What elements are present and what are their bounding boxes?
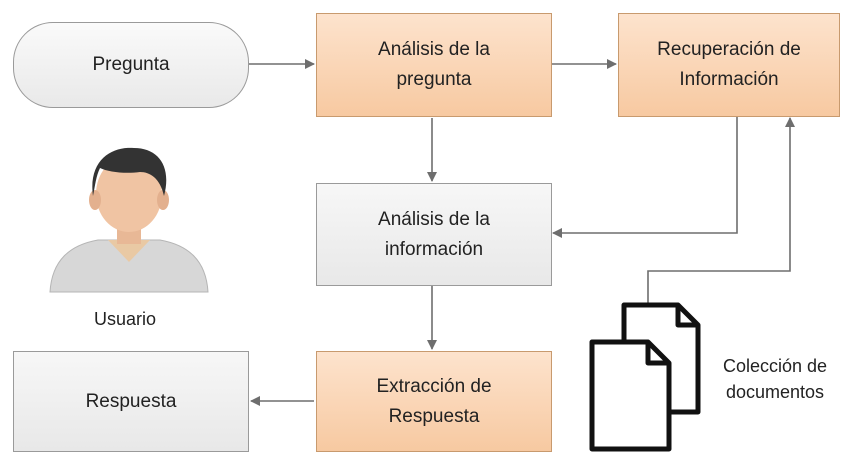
label-usuario: Usuario (93, 309, 157, 329)
node-analisis-informacion: Análisis de la información (316, 183, 552, 286)
node-analisis-pregunta: Análisis de la pregunta (316, 13, 552, 117)
node-analisis-informacion-label: Análisis de la información (378, 208, 490, 260)
node-recuperacion: Recuperación de Información (618, 13, 840, 117)
node-respuesta-label: Respuesta (85, 390, 177, 412)
documents-icon (589, 302, 701, 452)
node-pregunta-label: Pregunta (92, 54, 170, 75)
node-pregunta: Pregunta (13, 22, 249, 108)
user-avatar-icon (49, 147, 209, 293)
arrow-documentos-to-recuperacion (647, 117, 795, 305)
label-coleccion-documentos: Colección de documentos (722, 356, 828, 402)
node-analisis-pregunta-label: Análisis de la pregunta (378, 39, 490, 90)
node-extraccion: Extracción de Respuesta (316, 351, 552, 452)
arrow-recuperacion-to-analisis-informacion (552, 117, 738, 238)
node-respuesta: Respuesta (13, 351, 249, 452)
node-recuperacion-label: Recuperación de Información (657, 39, 801, 90)
node-extraccion-label: Extracción de Respuesta (376, 375, 492, 427)
